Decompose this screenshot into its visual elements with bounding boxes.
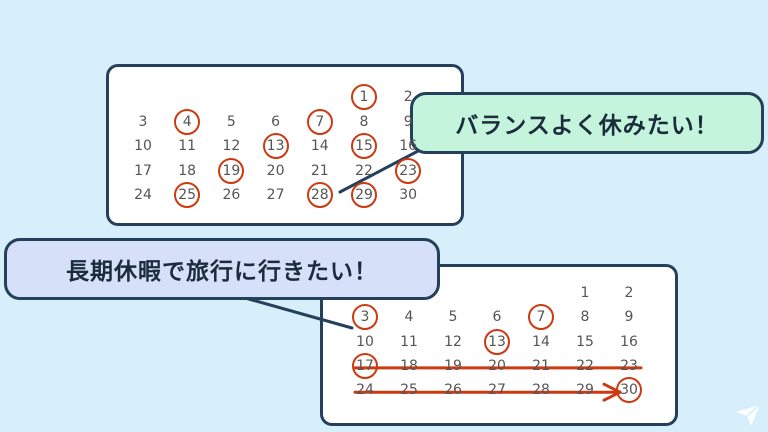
calendar-day: 12: [222, 138, 241, 154]
day-circle-mark: [352, 352, 378, 379]
day-circle-mark: [484, 328, 510, 355]
calendar-day: 17: [134, 162, 152, 179]
day-circle-mark: [352, 304, 378, 331]
speech-bubble-long-vacation-text: 長期休暇で旅行に行きたい！: [66, 259, 378, 285]
calendar-day: 5: [448, 309, 458, 326]
calendar-day: 11: [400, 333, 418, 350]
calendar-day: 2: [403, 89, 413, 105]
calendar-day: 21: [310, 162, 329, 179]
calendar-day: 26: [222, 187, 241, 203]
day-circle-mark: [218, 157, 245, 184]
day-circle-mark: [395, 157, 422, 184]
paper-plane-icon: [736, 404, 761, 426]
calendar-day: 23: [620, 357, 638, 374]
calendar-day: 10: [356, 333, 374, 350]
calendar-day: 11: [178, 138, 197, 154]
day-circle-mark: [616, 377, 642, 404]
calendar-day: 10: [134, 138, 152, 154]
calendar-day: 22: [355, 162, 373, 179]
calendar-day: 6: [492, 309, 502, 326]
calendar-day: 29: [576, 382, 594, 399]
calendar-day: 20: [266, 162, 285, 179]
calendar-day: 15: [576, 333, 594, 350]
day-circle-mark: [306, 182, 333, 208]
calendar-day: 12: [444, 333, 462, 350]
speech-bubble-long-vacation: 長期休暇で旅行に行きたい！: [4, 238, 440, 300]
calendar-day: 30: [399, 187, 418, 203]
day-circle-mark: [174, 108, 201, 135]
calendar-day: 8: [580, 309, 590, 326]
calendar-day: 6: [271, 113, 281, 130]
calendar-day: 14: [310, 138, 329, 154]
calendar-day: 21: [532, 357, 550, 374]
day-circle-mark: [306, 108, 333, 135]
calendar-day: 26: [444, 382, 462, 399]
calendar-day: 2: [624, 285, 634, 301]
calendar-day: 22: [576, 357, 594, 374]
calendar-day: 3: [138, 113, 148, 130]
calendar-day: 27: [488, 382, 506, 399]
calendar-day: 24: [134, 187, 152, 203]
calendar-day: 5: [226, 113, 236, 130]
calendar-day: 18: [178, 162, 197, 179]
speech-bubble-balanced: バランスよく休みたい！: [410, 92, 764, 154]
calendar-day: 25: [400, 382, 418, 399]
calendar-day: 27: [266, 187, 285, 203]
day-circle-mark: [351, 182, 377, 208]
day-circle-mark: [174, 182, 201, 208]
day-circle-mark: [262, 133, 289, 159]
speech-bubble-balanced-text: バランスよく休みたい！: [455, 113, 719, 139]
day-circle-mark: [351, 133, 377, 159]
calendar-day: 16: [620, 333, 638, 350]
calendar-day: 8: [359, 113, 369, 130]
day-circle-mark: [351, 84, 377, 110]
calendar-day: 19: [444, 357, 462, 374]
calendar-day: 24: [356, 382, 374, 399]
calendar-day: 16: [399, 138, 418, 154]
calendar-day: 18: [400, 357, 418, 374]
calendar-day: 9: [403, 113, 413, 130]
calendar-day: 4: [404, 309, 414, 326]
calendar-day: 1: [580, 285, 590, 301]
calendar-day: 9: [624, 309, 634, 326]
calendar-day: 20: [488, 357, 506, 374]
calendar-day: 14: [532, 333, 550, 350]
calendar-day: 28: [532, 382, 550, 399]
day-circle-mark: [528, 304, 554, 331]
